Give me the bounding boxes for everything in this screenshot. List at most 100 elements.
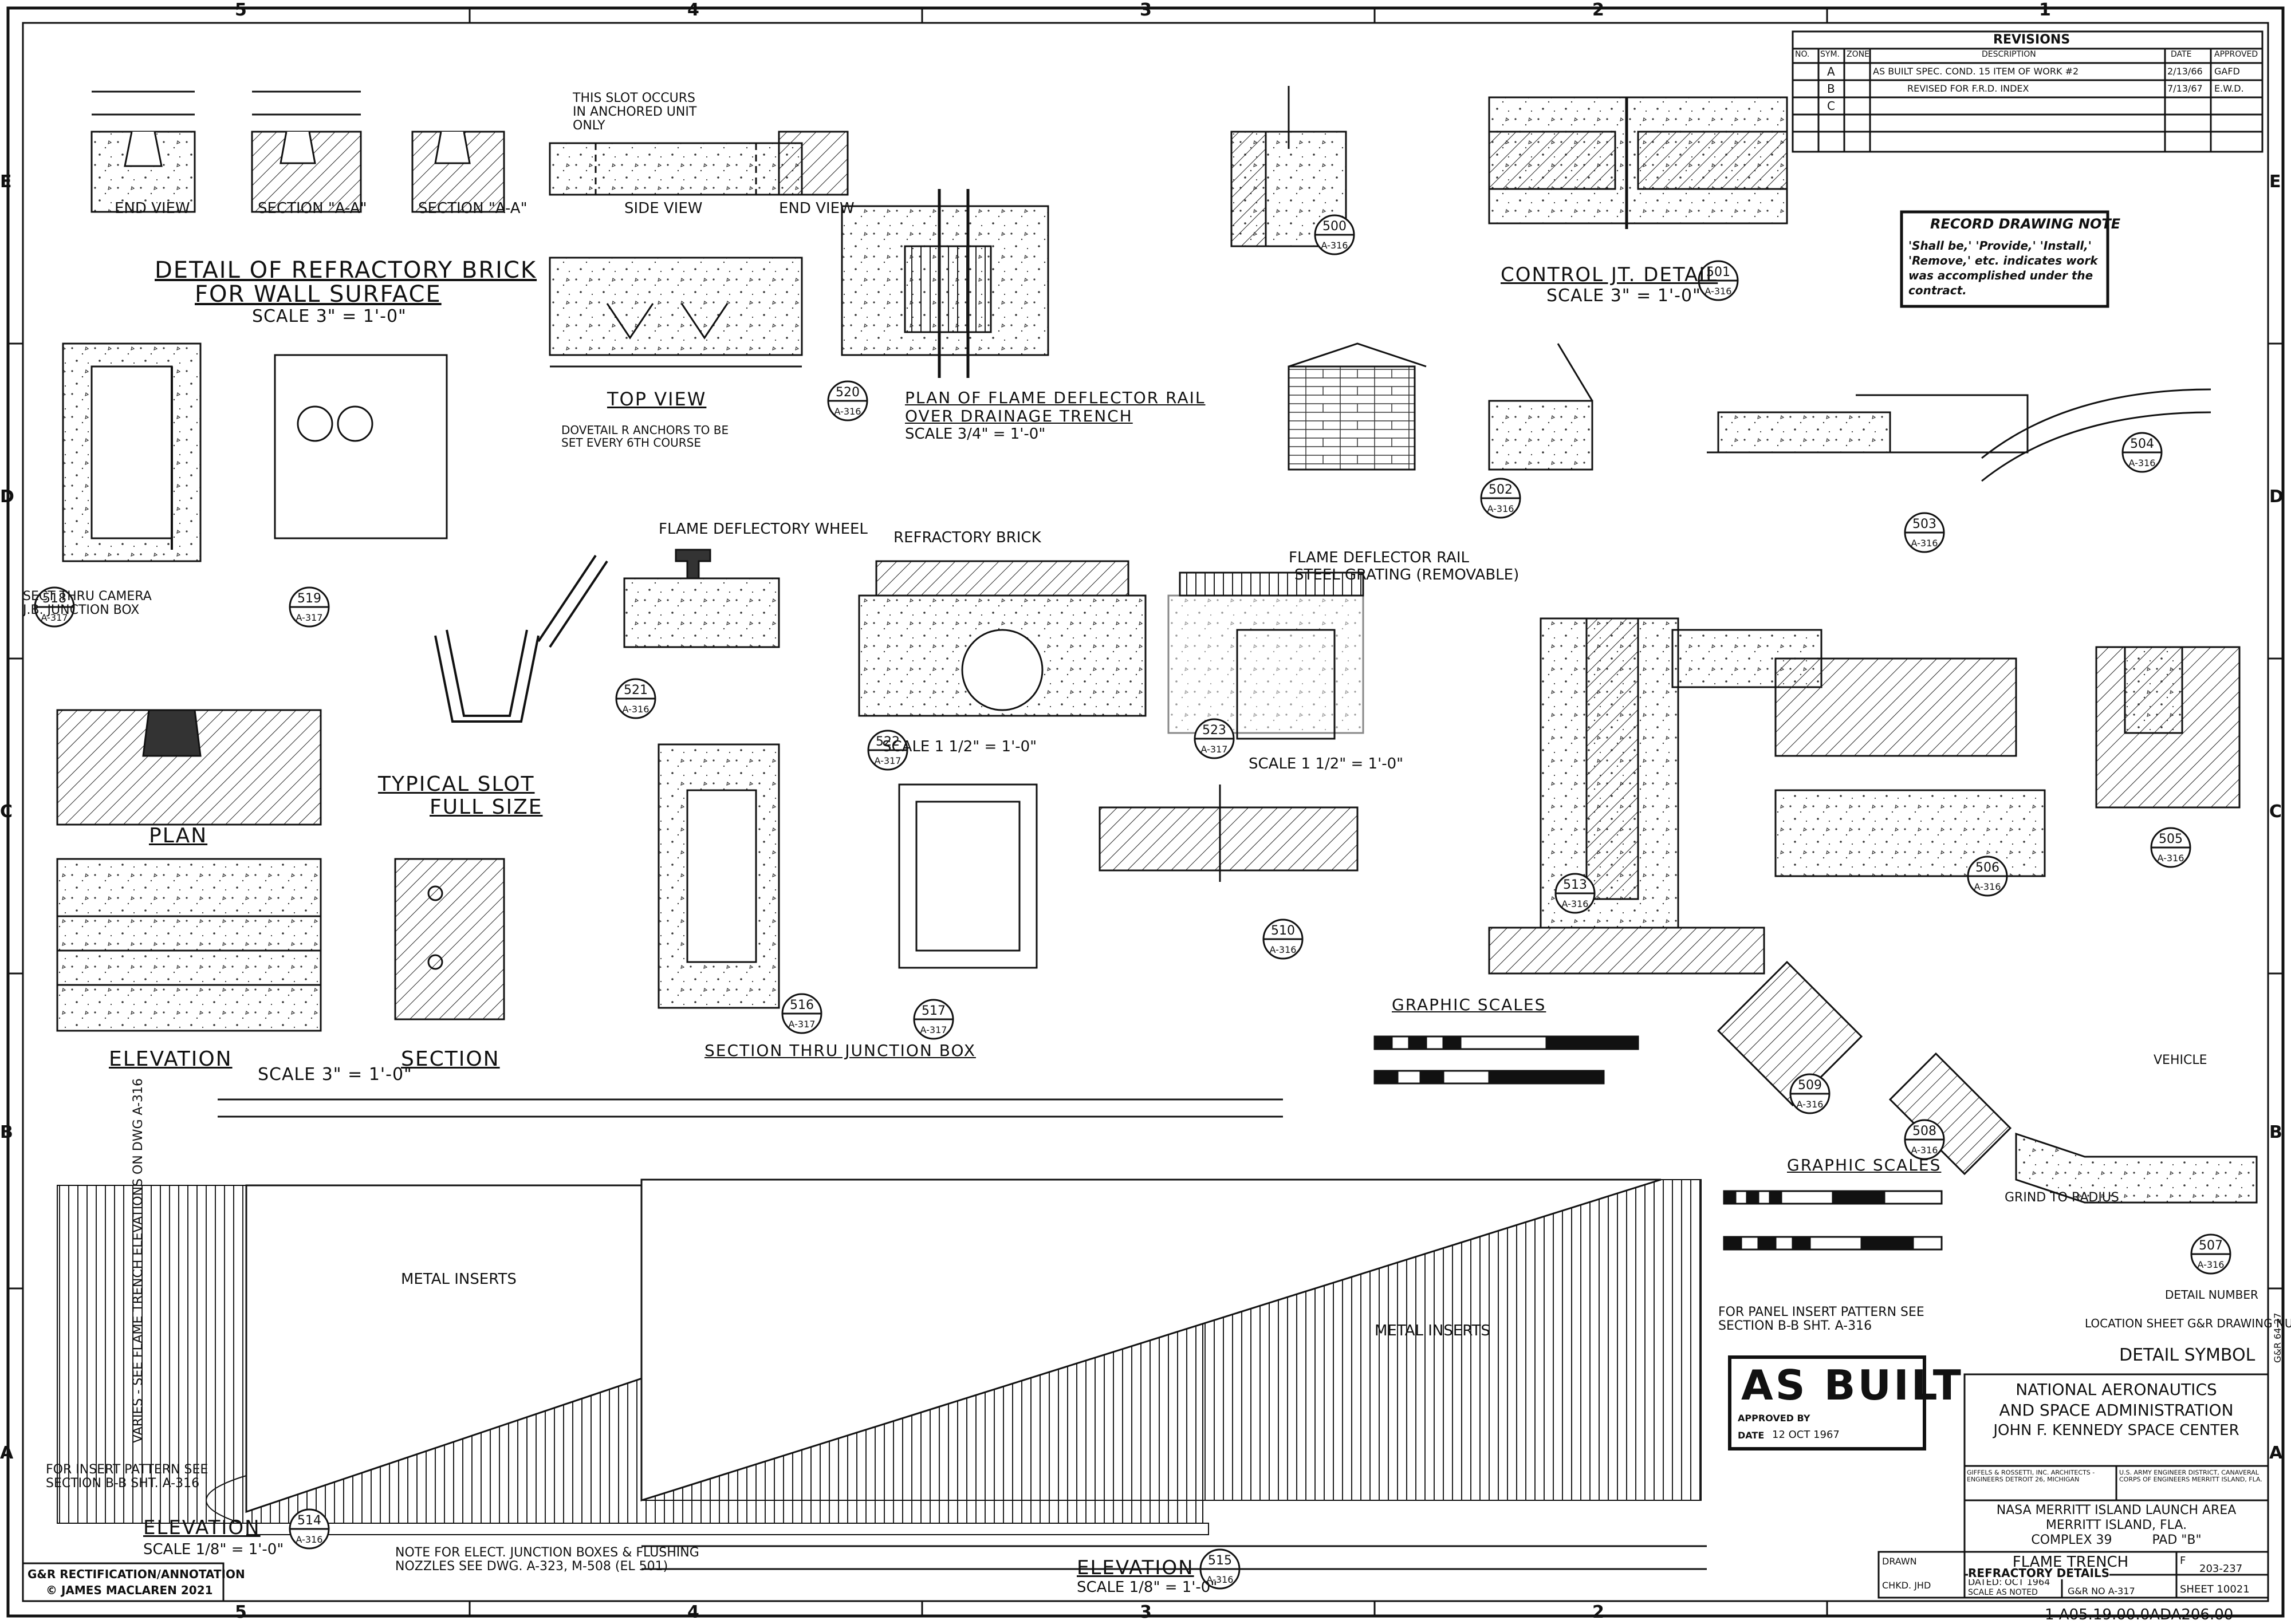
title-block-frame xyxy=(1877,1373,2269,1599)
label-plan: PLAN xyxy=(149,824,208,848)
revisions-title: REVISIONS xyxy=(1993,33,2070,47)
label-detail-number: DETAIL NUMBER xyxy=(2165,1288,2258,1302)
title-architect: GIFFELS & ROSSETTI, INC. ARCHITECTS - EN… xyxy=(1967,1469,2095,1484)
detail-bubble-number: 507 xyxy=(2199,1239,2223,1253)
label-graphic-scales-1: GRAPHIC SCALES xyxy=(1392,995,1546,1014)
as-built-approved-label: APPROVED BY xyxy=(1738,1413,1810,1424)
label-elevation-left: ELEVATION xyxy=(143,1516,261,1539)
label-section-aa-mid: SECTION "A-A" xyxy=(418,200,528,217)
control-joint-scale: SCALE 3" = 1'-0" xyxy=(1546,286,1701,306)
title-agency-2: AND SPACE ADMINISTRATION xyxy=(1999,1401,2234,1420)
label-dovetail-note: DOVETAIL R ANCHORS TO BE SET EVERY 6TH C… xyxy=(561,423,729,450)
detail-bubble-number: 506 xyxy=(1975,861,1999,875)
detail-bubble-number: 509 xyxy=(1798,1078,1822,1093)
flame-rail-title-2: OVER DRAINAGE TRENCH xyxy=(905,407,1133,425)
detail-bubble-sheet: A-317 xyxy=(1201,744,1228,755)
detail-bubble-number: 505 xyxy=(2159,832,2183,846)
record-note-body: 'Shall be,' 'Provide,' 'Install,' 'Remov… xyxy=(1908,239,2098,297)
label-scale-3: SCALE 3" = 1'-0" xyxy=(258,1065,412,1085)
zone-row-b: B xyxy=(0,1122,13,1142)
detail-bubbles: 500A-316501A-316502A-316503A-316504A-316… xyxy=(34,214,2231,1590)
refractory-brick-scale: SCALE 3" = 1'-0" xyxy=(252,306,407,326)
zone-row-b-right: B xyxy=(2269,1122,2282,1142)
zone-col-3-bottom: 3 xyxy=(1140,1602,1152,1622)
detail-bubble-sheet: A-317 xyxy=(296,612,323,623)
label-flame-deflector-rail: FLAME DEFLECTOR RAIL xyxy=(1289,549,1470,566)
flame-deflector-rail-plan xyxy=(841,189,1049,378)
rev-row-3-sym: C xyxy=(1827,99,1835,113)
title-project-2: MERRITT ISLAND, FLA. xyxy=(2045,1518,2187,1532)
zone-row-c-right: C xyxy=(2269,802,2282,822)
label-section: SECTION xyxy=(401,1047,500,1071)
record-note-title: RECORD DRAWING NOTE xyxy=(1930,216,2121,232)
label-graphic-scales-2: GRAPHIC SCALES xyxy=(1787,1156,1942,1174)
zone-col-2-bottom: 2 xyxy=(1592,1602,1604,1622)
zone-ticks xyxy=(8,8,2283,1616)
label-side-view: SIDE VIEW xyxy=(624,200,703,217)
zone-row-a-right: A xyxy=(2269,1443,2283,1463)
zone-col-5-bottom: 5 xyxy=(235,1602,247,1622)
refractory-brick-title: DETAIL OF REFRACTORY BRICK xyxy=(155,257,537,283)
flame-deflector-wheel xyxy=(623,549,780,648)
elevation-dimension-lines xyxy=(218,1098,1707,1570)
zone-row-d: D xyxy=(0,487,14,507)
label-elevation-bottom-scale: SCALE 1/8" = 1'-0" xyxy=(1077,1579,1218,1596)
label-elevation-dovetail: ELEVATION xyxy=(109,1047,233,1071)
detail-505 xyxy=(2095,646,2241,809)
detail-bubble-sheet: A-316 xyxy=(1705,286,1732,297)
footer-rectification: G&R RECTIFICATION/ANNOTATION xyxy=(27,1567,245,1581)
elevation-bottom-panel xyxy=(640,1178,1702,1502)
zone-row-d-right: D xyxy=(2269,487,2284,507)
brick-curb xyxy=(1288,342,1593,471)
rev-row-1-approved: GAFD xyxy=(2214,66,2240,77)
graphic-scale-1 xyxy=(1373,1035,1639,1085)
detail-bubble-number: 521 xyxy=(624,683,648,697)
zone-col-2: 2 xyxy=(1592,0,1604,20)
as-built-stamp: AS BUILT xyxy=(1741,1361,1963,1409)
title-dated-value: OCT 1964 xyxy=(2005,1576,2050,1587)
label-grind-to-radius: GRIND TO RADIUS xyxy=(2005,1191,2119,1205)
as-built-stamp-box xyxy=(1728,1355,1926,1450)
rev-row-2-approved: E.W.D. xyxy=(2214,83,2244,94)
label-metal-inserts-left: METAL INSERTS xyxy=(401,1271,517,1288)
rail-on-grating xyxy=(1167,571,1364,740)
rev-row-1-desc: AS BUILT SPEC. COND. 15 ITEM OF WORK #2 xyxy=(1873,66,2079,77)
detail-bubble-sheet: A-316 xyxy=(623,704,649,715)
title-checked: CHKD. JHD xyxy=(1882,1580,1931,1591)
title-drawn: DRAWN xyxy=(1882,1556,1917,1567)
flame-rail-scale: SCALE 3/4" = 1'-0" xyxy=(905,425,1046,443)
detail-bubble-sheet: A-316 xyxy=(2129,458,2156,468)
inner-border xyxy=(22,22,2269,1602)
label-slot-note: THIS SLOT OCCURS IN ANCHORED UNIT ONLY xyxy=(573,91,697,133)
detail-bubble-number: 504 xyxy=(2130,437,2154,451)
record-note-box xyxy=(1900,210,2109,308)
detail-bubble-number: 516 xyxy=(790,998,814,1012)
rev-header-approved: APPROVED xyxy=(2214,50,2258,59)
label-bottom-note: NOTE FOR ELECT. JUNCTION BOXES & FLUSHIN… xyxy=(395,1546,699,1574)
title-dated-label: DATED: xyxy=(1968,1576,2002,1587)
label-camera-jbox: SECT THRU CAMERA J.B. JUNCTION BOX xyxy=(23,589,152,618)
control-joint-title: CONTROL JT. DETAIL xyxy=(1501,263,1718,286)
service-rail-section xyxy=(1488,617,1822,975)
rev-header-no: NO. xyxy=(1795,50,1810,59)
title-size: F xyxy=(2180,1555,2186,1567)
detail-bubble-sheet: A-316 xyxy=(1974,881,2001,892)
detail-bubble-sheet: A-316 xyxy=(1562,898,1589,909)
rev-row-1-date: 2/13/66 xyxy=(2167,66,2203,77)
zone-col-5: 5 xyxy=(235,0,247,20)
detail-bubble-sheet: A-316 xyxy=(1911,1145,1938,1156)
label-elevation-bottom: ELEVATION xyxy=(1077,1556,1194,1579)
title-sheet: SHEET 10021 xyxy=(2180,1583,2250,1595)
